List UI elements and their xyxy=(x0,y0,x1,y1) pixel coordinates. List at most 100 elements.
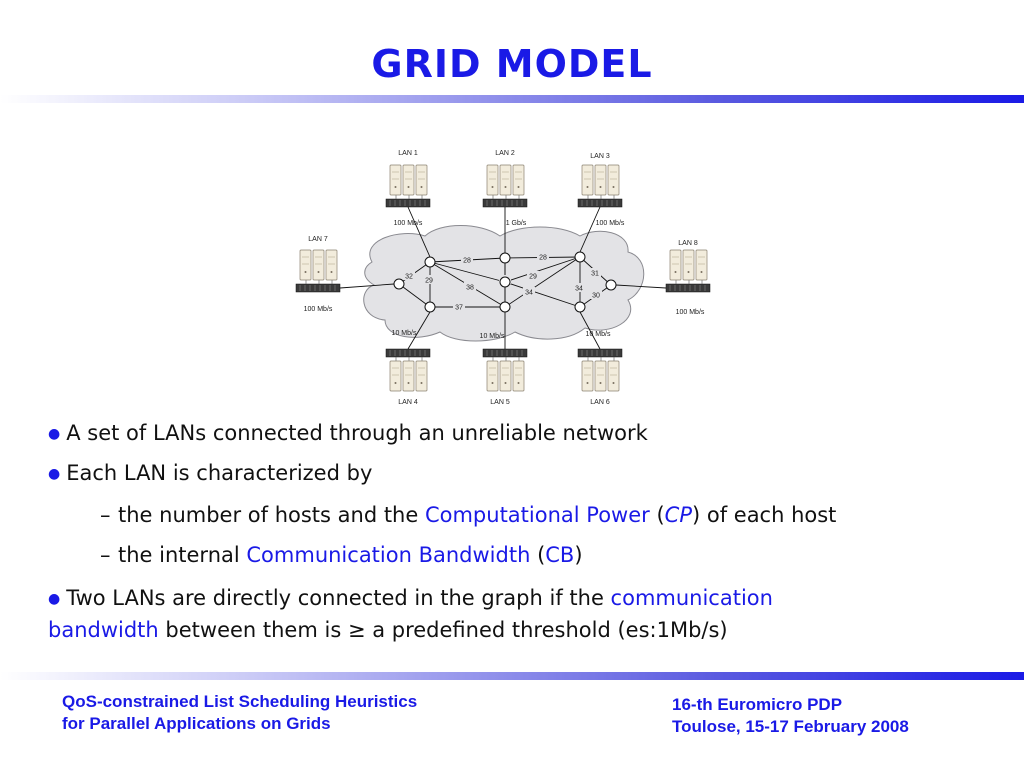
edge-label-bg xyxy=(589,268,601,277)
lan-bandwidth-label: 100 Mb/s xyxy=(304,306,333,313)
lan-name-label: LAN 1 xyxy=(398,150,418,157)
edge-weight-label: 28 xyxy=(463,258,471,265)
switch-icon xyxy=(482,198,528,208)
lan-bandwidth-label: 100 Mb/s xyxy=(676,309,705,316)
footer-talk-title: QoS-constrained List Scheduling Heuristi… xyxy=(62,692,418,733)
uplink-line xyxy=(407,311,431,350)
lan-group-lan7: LAN 7 100 Mb/s xyxy=(295,236,395,313)
edge-label-bg xyxy=(537,252,549,261)
link-line xyxy=(398,283,431,308)
lan-name-label: LAN 7 xyxy=(308,236,328,243)
router-node xyxy=(424,256,436,268)
edge-weight-label: 29 xyxy=(529,274,537,281)
switch-icon xyxy=(385,348,431,358)
lan-name-label: LAN 2 xyxy=(495,150,515,157)
router-node xyxy=(424,301,436,313)
host-computer-icon xyxy=(581,360,594,392)
edge-label-bg xyxy=(464,282,476,291)
lan-bandwidth-label: 100 Mb/s xyxy=(596,220,625,227)
lan-name-label: LAN 4 xyxy=(398,399,418,406)
switch-icon xyxy=(577,198,623,208)
edge-label-bg xyxy=(423,275,435,284)
host-computer-icon xyxy=(594,164,607,196)
sub-bullet-2: –the internal Communication Bandwidth (C… xyxy=(100,540,583,570)
edge-label-bg xyxy=(573,283,585,292)
host-computer-icon xyxy=(402,360,415,392)
uplink-line xyxy=(615,284,667,289)
footer-conference: 16-th Euromicro PDP Toulose, 15-17 Febru… xyxy=(672,695,909,736)
edge-weight-label: 37 xyxy=(455,305,463,312)
bullet-3: ●Two LANs are directly connected in the … xyxy=(48,586,773,610)
switch-icon xyxy=(295,283,341,293)
lan-bandwidth-label: 1 Gb/s xyxy=(506,220,527,227)
switch-icon xyxy=(482,348,528,358)
lan-group-lan8: LAN 8 100 Mb/s xyxy=(615,240,711,316)
host-computer-icon xyxy=(695,249,708,281)
link-line xyxy=(504,256,581,283)
bullet-2: ●Each LAN is characterized by xyxy=(48,461,373,485)
switch-icon xyxy=(385,198,431,208)
host-computer-icon xyxy=(682,249,695,281)
router-node xyxy=(605,279,617,291)
sub-bullet-dash: – xyxy=(100,503,111,527)
bullet-1: ●A set of LANs connected through an unre… xyxy=(48,421,648,445)
edge-weight-label: 31 xyxy=(591,271,599,278)
uplink-line xyxy=(579,206,601,253)
host-computer-icon xyxy=(325,249,338,281)
edge-weight-label: 30 xyxy=(592,293,600,300)
link-line xyxy=(429,261,506,283)
edge-weight-label: 34 xyxy=(525,290,533,297)
edge-weight-label: 38 xyxy=(466,285,474,292)
edge-weight-label: 34 xyxy=(575,286,583,293)
lan-name-label: LAN 5 xyxy=(490,399,510,406)
lan-group-lan6: LAN 6 10 Mb/s xyxy=(577,311,623,406)
router-node xyxy=(499,252,511,264)
sub-bullet-1: –the number of hosts and the Computation… xyxy=(100,500,836,530)
host-computer-icon xyxy=(669,249,682,281)
host-computer-icon xyxy=(486,164,499,196)
uplink-line xyxy=(579,311,601,350)
lan-name-label: LAN 6 xyxy=(590,399,610,406)
host-computer-icon xyxy=(499,360,512,392)
edge-label-bg xyxy=(527,271,539,280)
host-computer-icon xyxy=(415,164,428,196)
host-computer-icon xyxy=(594,360,607,392)
host-computer-icon xyxy=(389,360,402,392)
link-line xyxy=(504,281,581,308)
edge-label-bg xyxy=(461,255,473,264)
bullet-dot: ● xyxy=(48,466,61,482)
lan-name-label: LAN 8 xyxy=(678,240,698,247)
uplink-line xyxy=(407,206,431,258)
host-computer-icon xyxy=(581,164,594,196)
bullet-3-cont: bandwidth between them is ≥ a predefined… xyxy=(48,618,728,642)
host-computer-icon xyxy=(389,164,402,196)
router-nodes xyxy=(393,251,617,313)
edge-weight-label: 28 xyxy=(539,255,547,262)
edge-weight-label: 29 xyxy=(425,278,433,285)
bullet-dot: ● xyxy=(48,591,61,607)
switch-icon xyxy=(577,348,623,358)
lan-name-label: LAN 3 xyxy=(590,153,610,160)
lan-bandwidth-label: 10 Mb/s xyxy=(480,333,505,340)
edge-weight-label: 32 xyxy=(405,274,413,281)
bottom-divider xyxy=(0,672,1024,680)
lan-bandwidth-label: 10 Mb/s xyxy=(586,331,611,338)
router-node xyxy=(393,278,405,290)
router-node xyxy=(574,251,586,263)
host-computer-icon xyxy=(486,360,499,392)
router-node xyxy=(499,301,511,313)
sub-bullet-dash: – xyxy=(100,543,111,567)
top-divider xyxy=(0,95,1024,103)
host-computer-icon xyxy=(402,164,415,196)
lan-group-lan2: LAN 2 1 Gb/s xyxy=(482,150,528,253)
edge-label-bg xyxy=(453,302,465,311)
edge-label-bg xyxy=(403,271,415,280)
lan-bandwidth-label: 100 Mb/s xyxy=(394,220,423,227)
host-computer-icon xyxy=(312,249,325,281)
host-computer-icon xyxy=(415,360,428,392)
slide-title: GRID MODEL xyxy=(371,42,653,86)
host-computer-icon xyxy=(499,164,512,196)
lan-group-lan3: LAN 3 100 Mb/s xyxy=(577,153,625,253)
